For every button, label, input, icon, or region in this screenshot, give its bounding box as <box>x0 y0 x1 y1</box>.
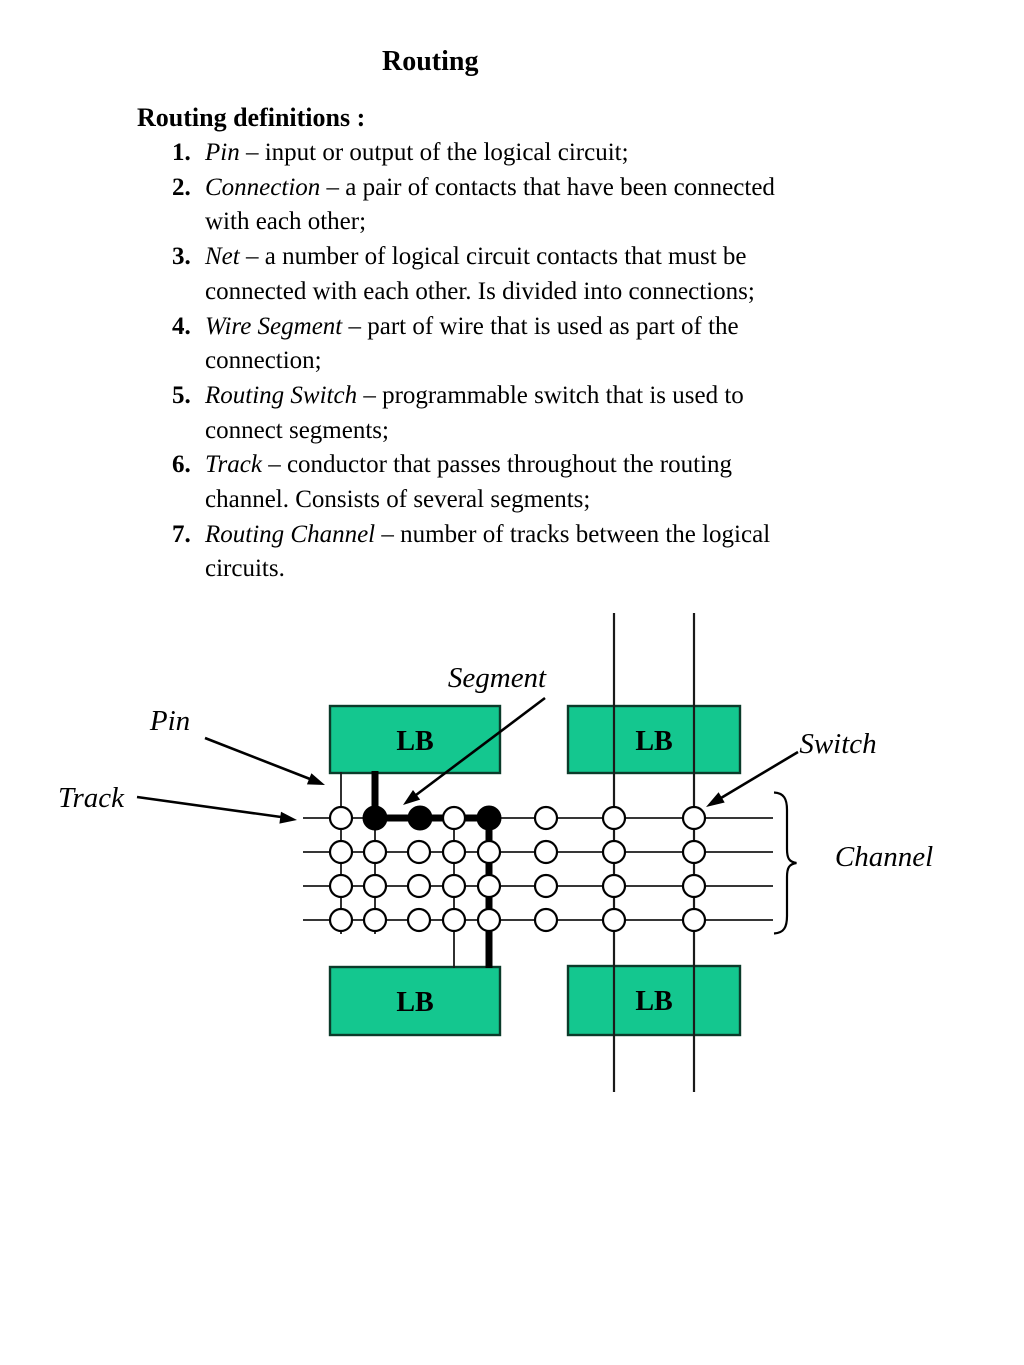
definition-item-track: 6. Track – conductor that passes through… <box>138 448 918 517</box>
switch-circle <box>601 805 627 831</box>
switch-circle <box>681 907 707 933</box>
switch-circle <box>328 873 354 899</box>
item-text: – number of tracks between the logical <box>381 520 771 548</box>
switch-circle <box>533 839 559 865</box>
switch-circle <box>601 873 627 899</box>
page-title: Routing <box>382 46 479 77</box>
switch-circle <box>533 907 559 933</box>
channel-label: Channel <box>835 841 933 873</box>
switch-circle <box>406 873 432 899</box>
item-number: 2. <box>172 173 191 201</box>
pin-arrowhead <box>306 773 325 785</box>
closed-switch-circle <box>362 805 388 831</box>
switch-circle <box>476 873 502 899</box>
item-text-continued: connection; <box>205 347 322 375</box>
switch-circle <box>328 839 354 865</box>
definition-item-pin: 1. Pin – input or output of the logical … <box>138 136 918 171</box>
item-term: Connection <box>205 173 321 201</box>
switch-circle <box>681 839 707 865</box>
item-term: Routing Switch <box>205 381 358 409</box>
definitions-list: 1. Pin – input or output of the logical … <box>138 136 918 587</box>
switch-circles <box>328 805 707 933</box>
lb-box-top-left <box>328 704 502 775</box>
lb-label: LB <box>635 986 672 1017</box>
item-number: 6. <box>172 451 191 479</box>
item-text-continued: circuits. <box>205 555 285 583</box>
channel-brace <box>773 791 797 935</box>
track-arrowhead <box>279 811 297 824</box>
lb-label: LB <box>396 987 433 1018</box>
switch-circle <box>328 805 354 831</box>
switch-circle <box>441 839 467 865</box>
lb-box-bottom-right <box>566 964 742 1037</box>
switch-circle <box>441 873 467 899</box>
switch-circle <box>406 907 432 933</box>
definition-item-connection: 2. Connection – a pair of contacts that … <box>138 171 918 240</box>
lb-label: LB <box>396 726 433 757</box>
item-term: Routing Channel <box>205 520 376 548</box>
switch-arrow <box>720 750 799 800</box>
pin-label: Pin <box>149 705 190 737</box>
callout-arrows <box>136 696 799 824</box>
segment-arrowhead <box>403 790 421 805</box>
lb-box-top-right <box>566 704 742 775</box>
switch-circle <box>441 805 467 831</box>
track-arrow <box>136 795 282 819</box>
item-term: Track <box>205 451 262 479</box>
routed-net <box>371 771 493 968</box>
item-text: – part of wire that is used as part of t… <box>348 312 739 340</box>
switch-circle <box>362 839 388 865</box>
item-number: 3. <box>172 243 191 271</box>
switch-circle <box>362 907 388 933</box>
item-number: 7. <box>172 520 191 548</box>
lb-box-bottom-left <box>328 965 502 1037</box>
definition-item-routing-switch: 5. Routing Switch – programmable switch … <box>138 379 918 448</box>
item-text-continued: connected with each other. Is divided in… <box>205 277 755 305</box>
item-term: Net <box>205 243 240 271</box>
track-label: Track <box>58 782 125 814</box>
switch-circle <box>362 873 388 899</box>
switch-circle <box>681 873 707 899</box>
switch-label: Switch <box>799 728 876 760</box>
switch-circle <box>601 839 627 865</box>
item-text-continued: with each other; <box>205 208 367 236</box>
item-term: Wire Segment <box>205 312 343 340</box>
closed-switch-circle <box>476 805 502 831</box>
switch-arrowhead <box>706 792 725 807</box>
item-text: – conductor that passes throughout the r… <box>268 451 733 479</box>
switch-circle <box>533 805 559 831</box>
item-term: Pin <box>205 139 240 166</box>
item-number: 4. <box>172 312 191 340</box>
channel-tracks <box>303 817 773 921</box>
routing-diagram: Pin Track Segment Switch Channel LB LB L… <box>58 613 933 1092</box>
switch-circle <box>533 873 559 899</box>
item-text: – a pair of contacts that have been conn… <box>326 173 775 201</box>
item-text: – input or output of the logical circuit… <box>245 139 629 166</box>
item-text: – a number of logical circuit contacts t… <box>245 243 747 271</box>
switch-circle <box>681 805 707 831</box>
definitions-heading: Routing definitions : <box>137 103 366 132</box>
switch-circle <box>476 839 502 865</box>
logic-blocks <box>328 704 742 1037</box>
segment-arrow <box>415 696 546 797</box>
definition-item-routing-channel: 7. Routing Channel – number of tracks be… <box>138 518 918 587</box>
item-text-continued: channel. Consists of several segments; <box>205 486 591 514</box>
item-text-continued: connect segments; <box>205 416 389 444</box>
switch-circle <box>441 907 467 933</box>
item-text: – programmable switch that is used to <box>363 381 744 409</box>
definition-item-wire-segment: 4. Wire Segment – part of wire that is u… <box>138 310 918 379</box>
pin-arrow <box>204 736 311 781</box>
switch-circle <box>601 907 627 933</box>
switch-circle <box>328 907 354 933</box>
segment-label: Segment <box>448 662 547 694</box>
switch-circle <box>476 907 502 933</box>
switch-circle <box>406 839 432 865</box>
lb-label: LB <box>635 726 672 757</box>
item-number: 1. <box>172 139 191 166</box>
definition-item-net: 3. Net – a number of logical circuit con… <box>138 240 918 309</box>
closed-switch-circle <box>407 805 433 831</box>
item-number: 5. <box>172 381 191 409</box>
